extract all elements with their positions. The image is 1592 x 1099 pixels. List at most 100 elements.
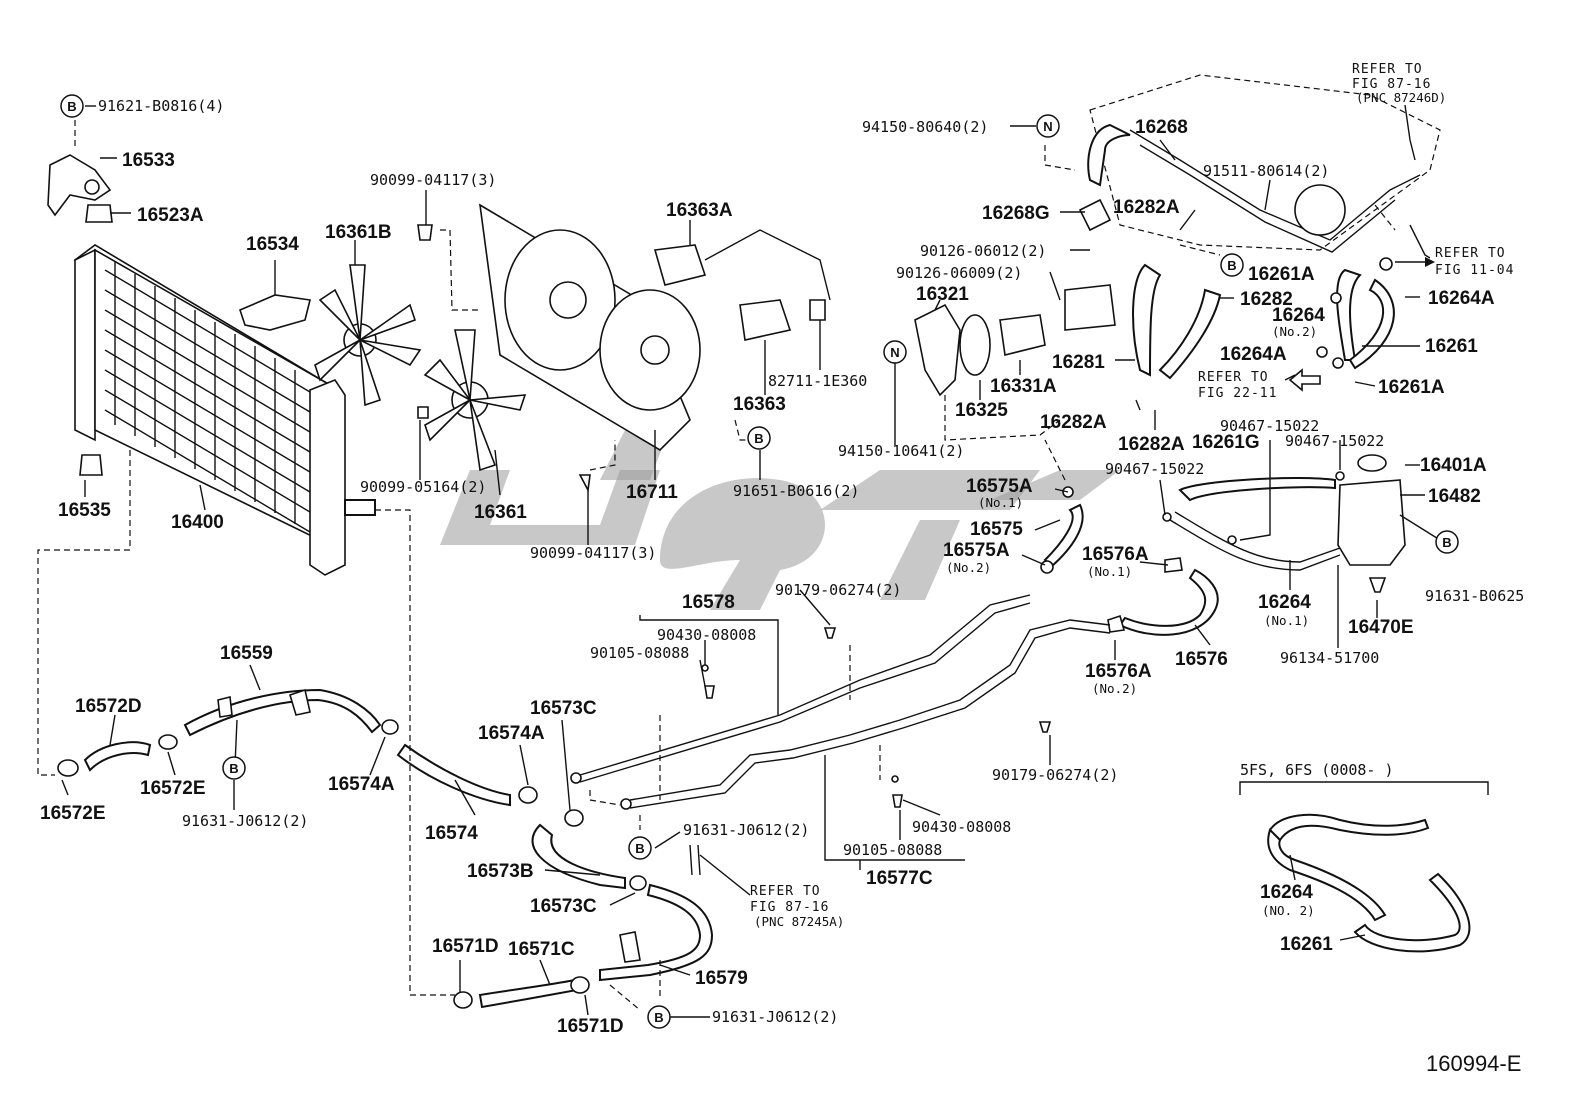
label-16576A-no1-sub: (No.1) — [1087, 564, 1132, 579]
label-90179-top: 90179-06274(2) — [775, 581, 901, 599]
svg-text:B: B — [67, 99, 76, 114]
label-16573B: 16573B — [467, 861, 534, 882]
label-16261: 16261 — [1425, 336, 1478, 357]
label-16264-no1-sub: (No.1) — [1264, 613, 1309, 628]
label-16401A: 16401A — [1420, 455, 1487, 476]
label-16261A-top: 16261A — [1248, 264, 1315, 285]
fan-shroud-assembly — [314, 203, 831, 493]
label-91631-J0612-c: 91631-J0612(2) — [712, 1008, 838, 1026]
label-91511: 91511-80614(2) — [1203, 162, 1329, 180]
label-90099-05164: 90099-05164(2) — [360, 478, 486, 496]
label-94150-80640: 94150-80640(2) — [862, 118, 988, 136]
label-16331A: 16331A — [990, 376, 1057, 397]
svg-text:B: B — [229, 761, 238, 776]
label-90467-b: 90467-15022 — [1285, 432, 1384, 450]
label-90467-a: 90467-15022 — [1220, 417, 1319, 435]
ref-87-16a-line3: (PNC 87246D) — [1356, 90, 1446, 105]
label-16264A-mid: 16264A — [1220, 344, 1287, 365]
svg-text:N: N — [890, 345, 899, 360]
svg-text:B: B — [1227, 258, 1236, 273]
label-91651: 91651-B0616(2) — [733, 482, 859, 500]
ref-22-11-line2: FIG 22-11 — [1198, 386, 1277, 401]
label-16575A-no2-sub: (No.2) — [946, 560, 991, 575]
label-16577C: 16577C — [866, 868, 933, 889]
label-16268: 16268 — [1135, 117, 1188, 138]
label-16261G: 16261G — [1192, 432, 1260, 453]
label-16579: 16579 — [695, 968, 748, 989]
label-16363A: 16363A — [666, 200, 733, 221]
label-16321: 16321 — [916, 284, 969, 305]
circle-n-icon: N — [883, 340, 907, 364]
label-16282A-mid: 16282A — [1040, 412, 1107, 433]
label-16576A-no2-sub: (No.2) — [1092, 681, 1137, 696]
label-16535: 16535 — [58, 500, 111, 521]
ref-87-16b-line2: FIG 87-16 — [750, 900, 829, 915]
label-16576: 16576 — [1175, 649, 1228, 670]
label-90430-bottom: 90430-08008 — [912, 818, 1011, 836]
label-91631-J0612-b: 91631-J0612(2) — [683, 821, 809, 839]
label-16572E-left: 16572E — [40, 803, 106, 824]
circle-b-icon: B — [628, 836, 652, 860]
label-16361B: 16361B — [325, 222, 392, 243]
label-16363: 16363 — [733, 394, 786, 415]
label-16559: 16559 — [220, 643, 273, 664]
ref-87-16a-line2: FIG 87-16 — [1352, 77, 1431, 92]
label-16575A-no2: 16575A — [943, 540, 1010, 561]
thermostat-assembly — [914, 74, 1441, 593]
label-90099-04117-top: 90099-04117(3) — [370, 171, 496, 189]
label-16470E: 16470E — [1348, 617, 1414, 638]
label-90126-06012: 90126-06012(2) — [920, 242, 1046, 260]
circle-b-icon: B — [1435, 530, 1459, 554]
label-16711: 16711 — [626, 482, 678, 503]
label-90126-06009: 90126-06009(2) — [896, 264, 1022, 282]
label-16264-inset: 16264 — [1260, 882, 1313, 903]
label-16578: 16578 — [682, 592, 735, 613]
part-labels: 91621-B0816(4) 16533 16523A 16534 16361B… — [40, 97, 1524, 1037]
reference-notes: REFER TO FIG 87-16 (PNC 87246D) REFER TO… — [750, 62, 1513, 929]
label-96134: 96134-51700 — [1280, 649, 1379, 667]
label-90105-bottom: 90105-08088 — [843, 841, 942, 859]
label-16282A-bottom: 16282A — [1118, 434, 1185, 455]
label-16575A-no1-sub: (No.1) — [978, 495, 1023, 510]
dashed-lines — [37, 120, 1396, 1011]
label-91631-J0612-a: 91631-J0612(2) — [182, 812, 308, 830]
svg-text:B: B — [754, 431, 763, 446]
lower-hoses — [57, 688, 714, 1009]
watermark-logo — [440, 400, 1120, 610]
label-90467-c: 90467-15022 — [1105, 460, 1204, 478]
label-16523A: 16523A — [137, 205, 204, 226]
label-5fs-6fs: 5FS, 6FS (0008- ) — [1240, 761, 1394, 779]
label-16261A-bottom: 16261A — [1378, 377, 1445, 398]
circle-b-icon: B — [1220, 253, 1244, 277]
inset-5fs — [1239, 781, 1489, 953]
circle-n-icon: N — [1036, 114, 1060, 138]
svg-text:B: B — [1442, 535, 1451, 550]
label-16575: 16575 — [970, 519, 1023, 540]
radiator-assembly — [47, 154, 376, 576]
label-16576A-no1: 16576A — [1082, 544, 1149, 565]
label-16261-inset: 16261 — [1280, 934, 1333, 955]
label-16264-no2: 16264 — [1272, 305, 1325, 326]
label-16482: 16482 — [1428, 486, 1481, 507]
arrow-left-icon — [1288, 368, 1321, 392]
label-16576A-no2: 16576A — [1085, 661, 1152, 682]
label-90430-top: 90430-08008 — [657, 626, 756, 644]
label-16281: 16281 — [1052, 352, 1105, 373]
arrow-right-icon — [1395, 257, 1435, 267]
label-90179-bottom: 90179-06274(2) — [992, 766, 1118, 784]
circle-b-icon: B — [60, 94, 84, 118]
label-16571D-top: 16571D — [432, 936, 499, 957]
ref-87-16b-line3: (PNC 87245A) — [754, 914, 844, 929]
label-16264-no2-sub: (No.2) — [1272, 324, 1317, 339]
label-16282: 16282 — [1240, 289, 1293, 310]
label-16573C-top: 16573C — [530, 698, 597, 719]
ref-87-16a-line1: REFER TO — [1352, 62, 1423, 77]
radiator-core-grid — [104, 262, 316, 536]
label-16325: 16325 — [955, 400, 1008, 421]
label-16361: 16361 — [474, 502, 527, 523]
leader-lines — [61, 104, 1441, 1018]
label-16572D: 16572D — [75, 696, 142, 717]
label-16571D-bottom: 16571D — [557, 1016, 624, 1037]
ref-11-04-line1: REFER TO — [1435, 246, 1506, 261]
svg-text:N: N — [1043, 119, 1052, 134]
